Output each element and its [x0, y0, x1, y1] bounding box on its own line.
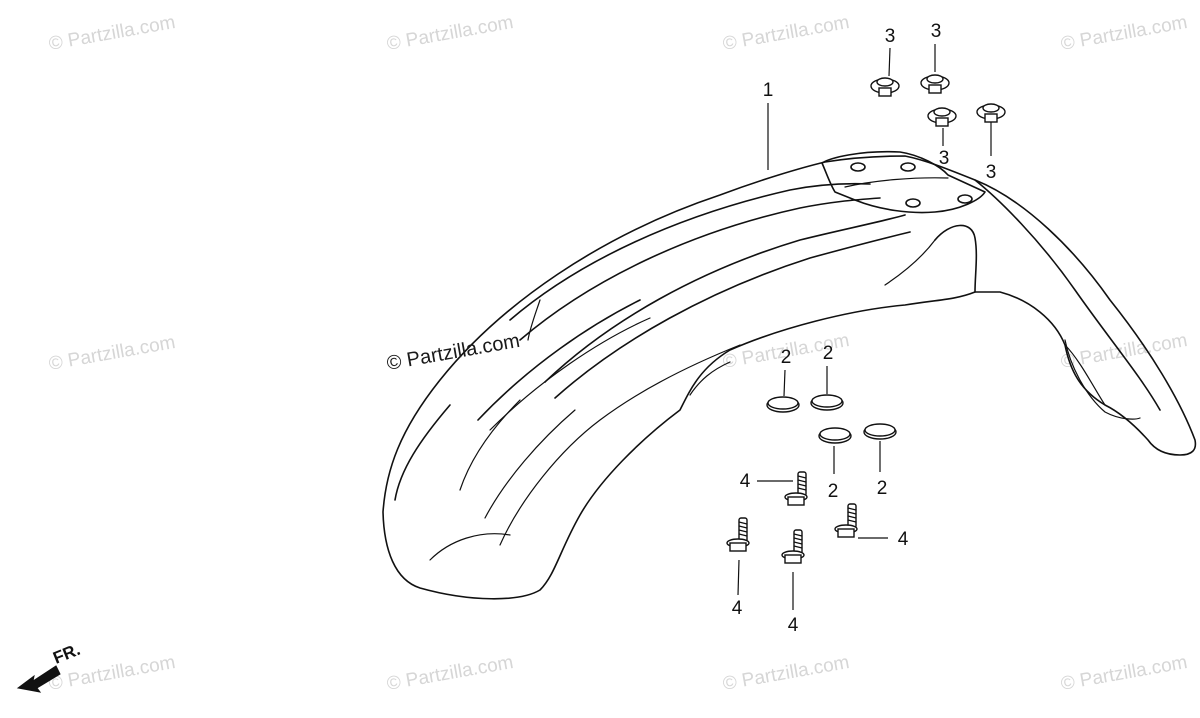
leader-line [888, 47, 891, 77]
callout-washer: 2 [877, 478, 888, 499]
watermark-text: © Partzilla.com [1059, 330, 1189, 373]
callout-grommet: 3 [885, 26, 896, 47]
callout-washer: 2 [823, 343, 834, 364]
flange-bolt [726, 517, 750, 552]
watermark-text: © Partzilla.com [721, 12, 851, 55]
leader-line [737, 559, 740, 596]
grommet [927, 107, 957, 127]
watermark-text: © Partzilla.com [385, 12, 515, 55]
direction-label: FR. [50, 640, 83, 668]
grommet [870, 77, 900, 97]
watermark-text: © Partzilla.com [1059, 12, 1189, 55]
callout-bolt: 4 [740, 471, 751, 492]
grommet [920, 74, 950, 94]
callout-washer: 2 [781, 347, 792, 368]
washer [818, 427, 852, 444]
direction-arrow-icon [16, 665, 61, 693]
washer [766, 396, 800, 413]
callout-bolt: 4 [898, 529, 909, 550]
callout-washer: 2 [828, 481, 839, 502]
callout-bolt: 4 [788, 615, 799, 636]
center-watermark: © Partzilla.com [385, 330, 522, 375]
callout-grommet: 3 [931, 21, 942, 42]
callout-grommet: 3 [939, 148, 950, 169]
washer [863, 423, 897, 440]
watermark-text: © Partzilla.com [1059, 652, 1189, 695]
watermark-grid: © Partzilla.com © Partzilla.com © Partzi… [47, 12, 1189, 695]
callout-grommet: 3 [986, 162, 997, 183]
flange-bolt [784, 471, 808, 506]
watermark-text: © Partzilla.com [47, 332, 177, 375]
washer [810, 394, 844, 411]
watermark-text: © Partzilla.com [385, 652, 515, 695]
flange-bolt [834, 503, 858, 538]
flange-bolt [781, 529, 805, 564]
leader-line [783, 369, 786, 397]
grommet [976, 103, 1006, 123]
callout-fender: 1 [763, 80, 774, 101]
callout-bolt: 4 [732, 598, 743, 619]
watermark-text: © Partzilla.com [721, 652, 851, 695]
front-fender [382, 150, 1197, 600]
watermark-text: © Partzilla.com [47, 12, 177, 55]
